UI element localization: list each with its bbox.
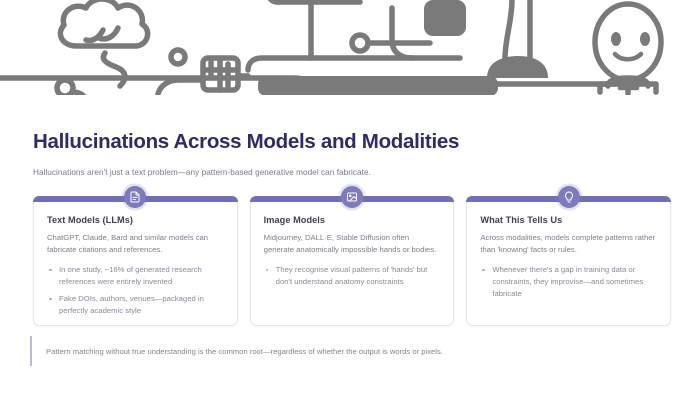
card-bullet-list: Whenever there's a gap in training data … xyxy=(480,264,657,300)
card-title: Text Models (LLMs) xyxy=(47,215,133,225)
card-grid: Text Models (LLMs) ChatGPT, Claude, Bard… xyxy=(33,186,672,326)
list-item: Fake DOIs, authors, venues—packaged in p… xyxy=(47,293,224,317)
page-subtitle: Hallucinations aren't just a text proble… xyxy=(33,168,371,177)
list-item: Whenever there's a gap in training data … xyxy=(480,264,657,300)
list-item: In one study, ~16% of generated research… xyxy=(47,264,224,288)
card-image-models[interactable]: Image Models Midjourney, DALL·E, Stable … xyxy=(249,186,455,326)
card-description: ChatGPT, Claude, Bard and similar models… xyxy=(47,233,209,254)
card-what-this-tells-us[interactable]: What This Tells Us Across modalities, mo… xyxy=(466,186,672,326)
document-icon xyxy=(124,186,147,208)
summary-callout: Pattern matching without true understand… xyxy=(30,336,670,366)
card-text-models[interactable]: Text Models (LLMs) ChatGPT, Claude, Bard… xyxy=(33,186,238,326)
summary-callout-text: Pattern matching without true understand… xyxy=(46,346,443,356)
card-title: What This Tells Us xyxy=(480,215,563,225)
card-bullet-list: They recognise visual patterns of 'hands… xyxy=(264,264,441,288)
page-title: Hallucinations Across Models and Modalit… xyxy=(33,130,460,153)
image-icon xyxy=(341,186,363,208)
hero-illustration xyxy=(0,0,700,95)
card-bullet-list: In one study, ~16% of generated research… xyxy=(47,264,224,317)
card-description: Across modalities, models complete patte… xyxy=(480,233,656,254)
lightbulb-icon xyxy=(557,186,580,208)
list-item: They recognise visual patterns of 'hands… xyxy=(264,264,441,288)
card-title: Image Models xyxy=(263,215,326,225)
card-description: Midjourney, DALL·E, Stable Diffusion oft… xyxy=(263,233,437,254)
